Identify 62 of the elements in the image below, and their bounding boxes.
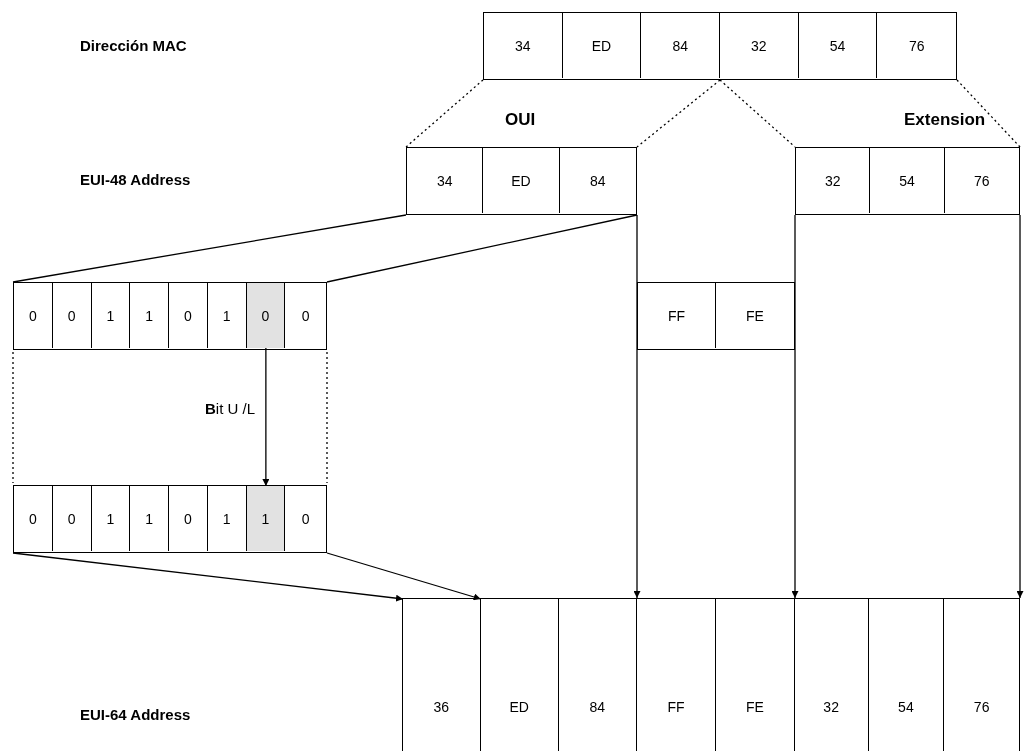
byte-cell: 84 [641, 13, 720, 78]
byte-cell: 54 [870, 148, 945, 213]
byte-cell: FF [638, 283, 716, 348]
arrow [262, 347, 270, 487]
connector-line [326, 214, 638, 283]
arrow [791, 214, 799, 599]
arrow [326, 552, 482, 601]
byte-cell: 32 [720, 13, 799, 78]
byte-cell: 1 [207, 486, 247, 551]
byte-cell: 1 [91, 283, 131, 348]
connector-line [636, 79, 721, 148]
connector-line [12, 214, 407, 283]
byte-cell: 32 [796, 148, 871, 213]
byte-cell: 0 [246, 283, 286, 348]
byte-cell: 0 [52, 486, 92, 551]
byte-cell: ED [483, 148, 560, 213]
byte-row [13, 485, 327, 553]
group-heading: OUI [505, 110, 536, 130]
byte-cell: 1 [130, 283, 169, 348]
arrow [1016, 214, 1024, 599]
byte-cell: 0 [52, 283, 92, 348]
byte-row [402, 598, 1020, 751]
byte-cell: 54 [868, 599, 945, 751]
byte-row [483, 12, 957, 80]
byte-cell: 84 [559, 148, 636, 213]
byte-cell: 1 [91, 486, 131, 551]
byte-cell: 0 [285, 486, 326, 551]
byte-cell: 76 [877, 13, 956, 78]
byte-cell: 76 [944, 148, 1019, 213]
byte-cell: 0 [14, 486, 53, 551]
byte-cell: 76 [944, 599, 1019, 751]
byte-cell: 34 [484, 13, 563, 78]
connector-line [405, 79, 484, 148]
byte-cell: 0 [285, 283, 326, 348]
byte-cell: ED [562, 13, 642, 78]
group-heading: Extension [904, 110, 986, 130]
byte-cell: FE [716, 283, 794, 348]
byte-cell: FE [716, 599, 795, 751]
connector-line [12, 351, 14, 484]
byte-cell: 36 [403, 599, 481, 751]
byte-cell: 0 [169, 486, 208, 551]
row-label: EUI-64 Address [80, 706, 191, 723]
byte-cell: 1 [246, 486, 286, 551]
edge-label: Bit U /L [203, 400, 258, 417]
byte-cell: 0 [14, 283, 53, 348]
arrow [12, 552, 404, 602]
byte-cell: 34 [407, 148, 484, 213]
byte-cell: 54 [798, 13, 878, 78]
byte-row [13, 282, 327, 350]
row-label: Dirección MAC [80, 37, 187, 54]
byte-cell: 1 [130, 486, 169, 551]
connector-line [326, 351, 328, 484]
row-label: EUI-48 Address [80, 171, 191, 188]
connector-line [956, 79, 1021, 148]
byte-cell: 0 [169, 283, 208, 348]
byte-cell: FF [637, 599, 716, 751]
byte-cell: 1 [207, 283, 247, 348]
byte-cell: 84 [558, 599, 638, 751]
byte-cell: ED [480, 599, 559, 751]
byte-cell: 32 [794, 599, 869, 751]
arrow [633, 214, 641, 599]
byte-row [637, 282, 795, 350]
